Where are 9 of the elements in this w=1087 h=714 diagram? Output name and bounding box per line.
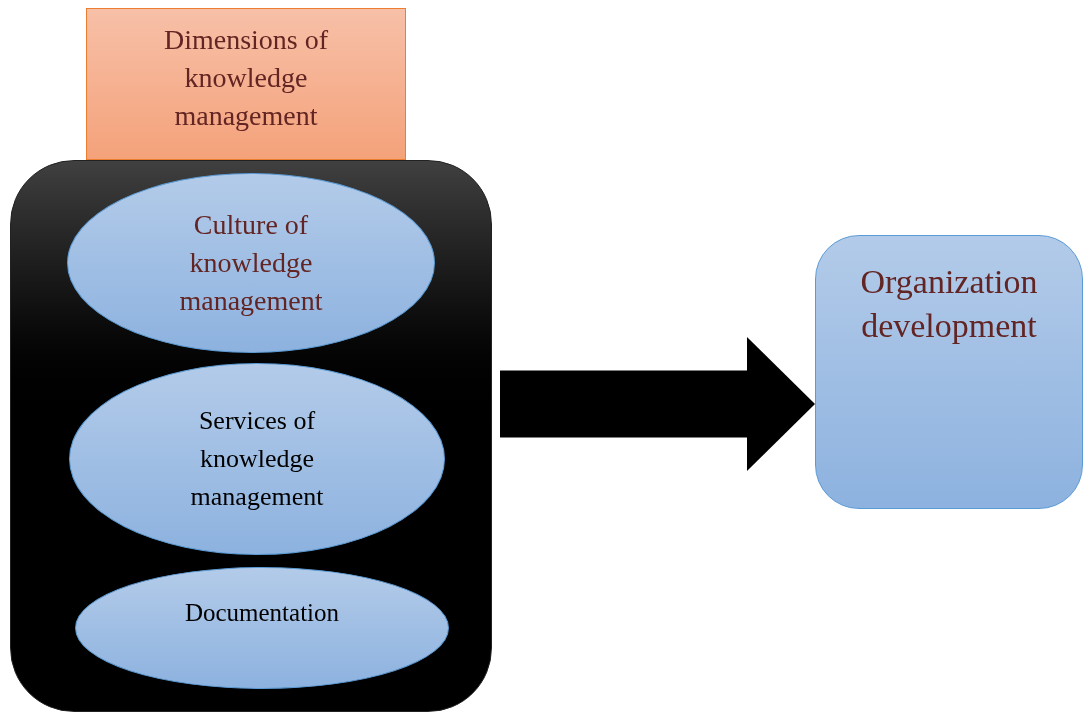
node-label: Documentation (183, 598, 341, 628)
node-label: Organization development (859, 262, 1039, 346)
group-panel (10, 160, 492, 712)
node-label: Culture of knowledge management (178, 208, 324, 318)
header-box (86, 8, 406, 160)
block-arrow (500, 337, 815, 471)
outcome-box (815, 235, 1083, 509)
node-label: Dimensions of knowledge management (162, 23, 330, 133)
node-label: Services of knowledge management (189, 405, 325, 513)
